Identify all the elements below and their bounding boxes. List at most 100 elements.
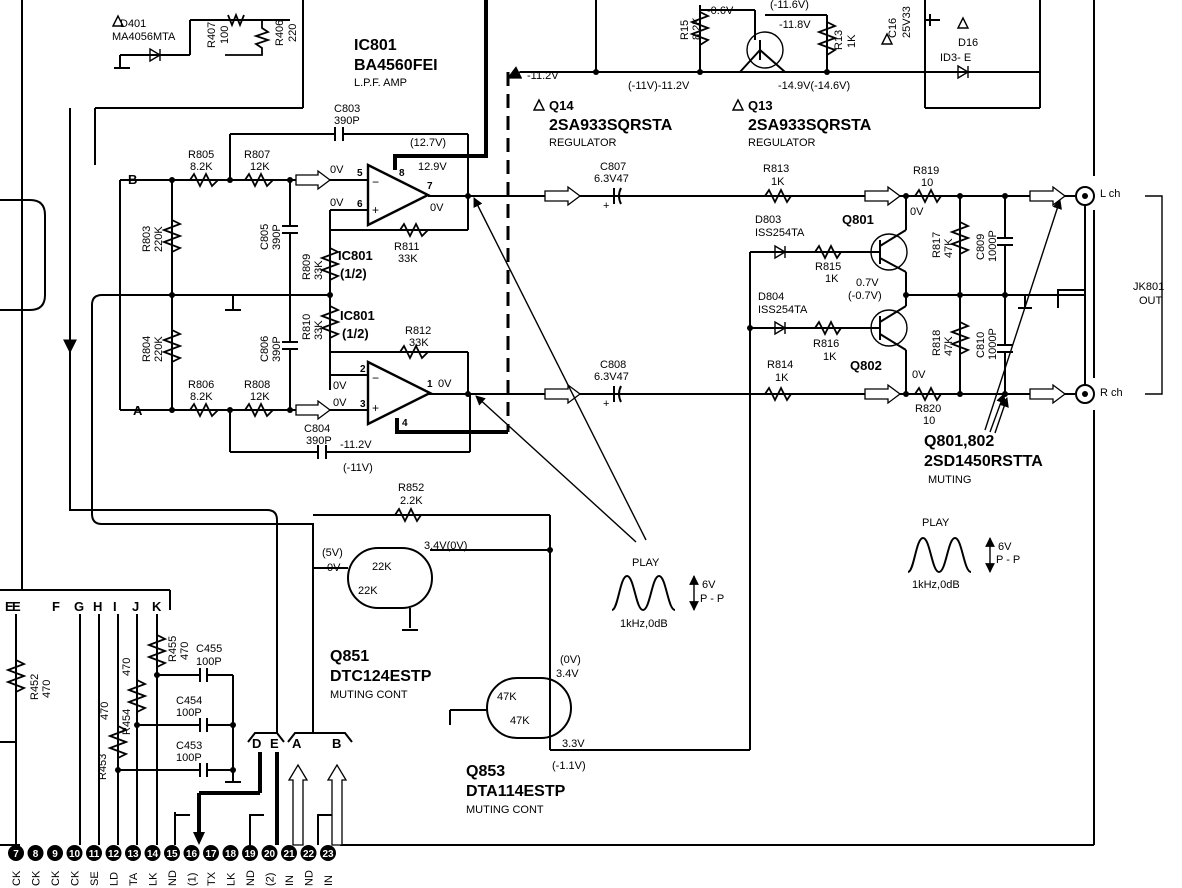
connector-pin-number: 8 xyxy=(33,849,39,860)
bottom-letter-labels: E E F G H I J K xyxy=(5,599,162,614)
connector-pin-17 xyxy=(203,845,219,861)
pin-3: 3 xyxy=(360,399,366,410)
c16-value: 25V33 xyxy=(901,6,913,38)
connector-pin-number: 19 xyxy=(244,849,256,860)
connector-pin-number: 17 xyxy=(205,849,217,860)
svg-text:−: − xyxy=(372,175,379,189)
v-q-neg07: (-0.7V) xyxy=(848,290,882,302)
v-minus112-left: -11.2V xyxy=(527,70,559,82)
connector-letter-e: E xyxy=(270,736,279,751)
connector-pin-8 xyxy=(27,845,44,861)
q851-r1: 22K xyxy=(372,561,392,573)
q13-func: REGULATOR xyxy=(748,137,815,149)
connector-pin-row: 7CK8CK9CK10CK11SE12LD13TA14LK15ND16(1)17… xyxy=(8,845,336,886)
r13-value: 1K xyxy=(846,34,858,48)
q851-ref: Q851 xyxy=(330,648,369,665)
r819-ref: R819 xyxy=(913,165,939,177)
r813-ref: R813 xyxy=(763,163,789,175)
letter-e-first: E xyxy=(5,599,14,614)
connector-pin-21 xyxy=(281,845,297,861)
c805-ref: C805 xyxy=(259,224,271,250)
c808-ref: C808 xyxy=(600,359,626,371)
svg-text:+: + xyxy=(372,401,379,415)
r816-value: 1K xyxy=(823,351,837,363)
v-pin2: 0V xyxy=(333,380,347,392)
r815-value: 1K xyxy=(825,273,839,285)
connector-pin-label: IN xyxy=(323,875,335,886)
q801-ref: Q801 xyxy=(842,212,874,227)
q14-label: Q14 2SA933SQRSTA REGULATOR xyxy=(532,98,673,149)
v-pin1: 0V xyxy=(438,378,452,390)
c807-value: 6.3V47 xyxy=(594,173,629,185)
letter-h: H xyxy=(93,599,102,614)
r803-ref: R803 xyxy=(141,226,153,252)
connector-pin-number: 7 xyxy=(13,849,19,860)
play-left-freq: 1kHz,0dB xyxy=(620,618,668,630)
d16-part: ID3- E xyxy=(940,52,971,64)
node-b: B xyxy=(128,172,137,187)
connector-pin-22 xyxy=(300,845,317,861)
play-left-label: PLAY xyxy=(632,557,660,569)
c453-ref: C453 xyxy=(176,740,202,752)
r455-ref: R455 xyxy=(167,636,179,662)
sine-wave-right xyxy=(907,536,972,574)
jk801-rch: R ch xyxy=(1100,387,1123,399)
play-right-pp: P - P xyxy=(996,554,1020,566)
output-wiring xyxy=(613,186,1163,750)
opamp-ic801-upper xyxy=(366,163,431,227)
v-minus118: -11.8V xyxy=(779,19,811,31)
r406-ref: R406 xyxy=(274,20,286,46)
r818-value: 47K xyxy=(943,336,955,356)
v-q-0-top: 0V xyxy=(910,206,924,218)
r813-value: 1K xyxy=(771,176,785,188)
lpf-amp-wiring xyxy=(63,0,1075,733)
v-minus11-pair: (-11V)-11.2V xyxy=(628,80,690,92)
connector-pin-7 xyxy=(8,845,24,861)
jk801-func: OUT xyxy=(1139,295,1163,307)
c809-value: 1000P xyxy=(987,230,999,262)
r810-ref: R810 xyxy=(301,314,313,340)
pin-5: 5 xyxy=(357,168,363,179)
r810-value: 33K xyxy=(313,320,325,340)
r807-value: 12K xyxy=(250,161,270,173)
connector-pin-12 xyxy=(105,845,122,861)
r820-ref: R820 xyxy=(915,403,941,415)
c808-value: 6.3V47 xyxy=(594,371,629,383)
v-neg11: (-11V) xyxy=(343,462,373,474)
ic801-part: BA4560FEI xyxy=(354,57,438,74)
jk801-ref: JK801 xyxy=(1133,281,1164,293)
letter-e: E xyxy=(12,599,21,614)
r820-value: 10 xyxy=(923,415,935,427)
c803-value: 390P xyxy=(334,115,360,127)
play-right-amp: 6V xyxy=(998,541,1012,553)
r407-ref: R407 xyxy=(206,22,218,48)
c803-ref: C803 xyxy=(334,103,360,115)
r804-value: 220K xyxy=(153,336,165,362)
q13-label: Q13 2SA933SQRSTA REGULATOR xyxy=(731,98,872,149)
r452-value: 470 xyxy=(41,680,53,698)
d401-part: MA4056MTA xyxy=(112,31,176,43)
q853-v33: 3.3V xyxy=(562,738,585,750)
q801-802-func: MUTING xyxy=(928,474,971,486)
r815-ref: R815 xyxy=(815,261,841,273)
r455-value: 470 xyxy=(179,642,191,660)
r803-value: 220K xyxy=(153,226,165,252)
probe-pointer-lines xyxy=(473,197,1062,543)
c804-value: 390P xyxy=(306,435,332,447)
connector-pin-number: 22 xyxy=(303,849,315,860)
connector-pin-19 xyxy=(242,845,258,861)
connector-pin-label: TA xyxy=(128,872,140,886)
connector-pin-number: 13 xyxy=(127,849,139,860)
r805-value: 8.2K xyxy=(190,161,213,173)
q14-part: 2SA933SQRSTA xyxy=(549,117,673,134)
v-minus06: -0.6V xyxy=(707,5,734,17)
muting-wiring xyxy=(313,506,750,751)
q801-802-part: 2SD1450RSTTA xyxy=(924,453,1043,470)
q853-r1: 47K xyxy=(497,691,517,703)
r812-ref: R812 xyxy=(405,325,431,337)
connector-pin-14 xyxy=(144,845,161,861)
c454-ref: C454 xyxy=(176,695,202,707)
d804-part: ISS254TA xyxy=(758,304,808,316)
connector-letter-b: B xyxy=(332,736,341,751)
